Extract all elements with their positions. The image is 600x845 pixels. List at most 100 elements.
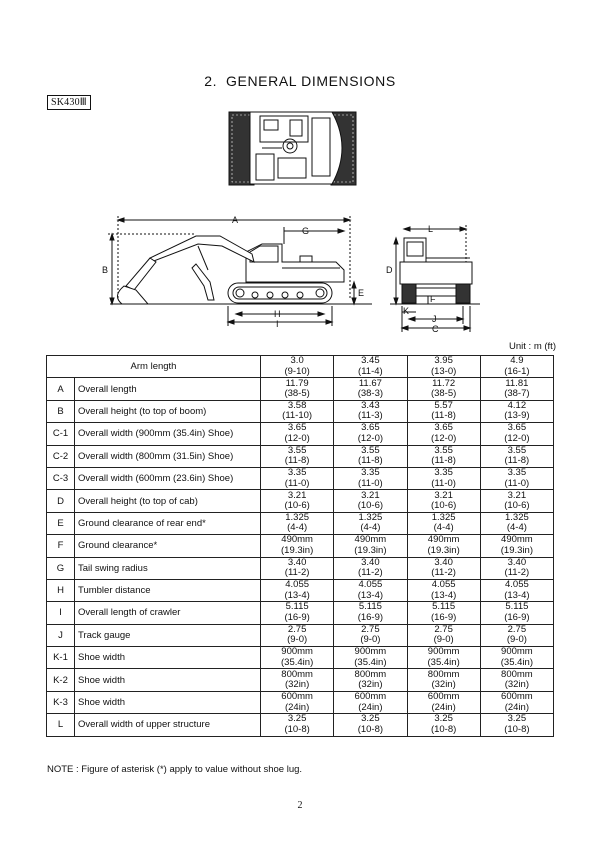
value-cell: 490mm(19.3in) xyxy=(479,534,555,558)
value-cell: 490mm(19.3in) xyxy=(406,534,481,558)
dim-label-e: E xyxy=(358,288,364,298)
row-code: C-3 xyxy=(46,466,75,491)
front-view-illustration xyxy=(390,225,480,332)
value-cell: 3.55(11-8) xyxy=(406,444,481,468)
value-cell: 1.325(4-4) xyxy=(479,511,555,536)
dim-label-c: C xyxy=(432,324,439,334)
row-item: Overall width (600mm (23.6in) Shoe) xyxy=(74,466,261,491)
value-cell: 3.25(10-8) xyxy=(333,713,408,737)
dim-label-l: L xyxy=(428,224,433,234)
value-cell: 800mm(32in) xyxy=(479,668,555,692)
value-cell: 3.40(11-2) xyxy=(479,556,555,580)
table-header-row: Arm length 3.0(9-10) 3.45(11-4) 3.95(13-… xyxy=(46,354,555,379)
row-item: Overall height (to top of cab) xyxy=(74,489,261,513)
value-cell: 3.65(12-0) xyxy=(406,422,481,446)
footnote: NOTE : Figure of asterisk (*) apply to v… xyxy=(47,764,303,775)
value-cell: 3.25(10-8) xyxy=(259,713,335,737)
row-code: H xyxy=(46,578,75,603)
value-cell: 11.81(38-7) xyxy=(479,377,555,401)
value-cell: 2.75(9-0) xyxy=(259,623,335,648)
side-view-illustration xyxy=(108,216,372,326)
value-cell: 3.21(10-6) xyxy=(333,489,408,513)
row-code: I xyxy=(46,601,75,625)
value-cell: 11.72(38-5) xyxy=(406,377,481,401)
value-cell: 3.40(11-2) xyxy=(259,556,335,580)
arm-length-col: 3.95(13-0) xyxy=(406,354,481,379)
value-cell: 3.35(11-0) xyxy=(333,466,408,491)
arm-length-col: 3.0(9-10) xyxy=(259,354,335,379)
row-code: C-2 xyxy=(46,444,75,468)
value-cell: 3.55(11-8) xyxy=(333,444,408,468)
row-item: Overall length xyxy=(74,377,261,401)
value-cell: 900mm(35.4in) xyxy=(259,646,335,670)
row-item: Overall height (to top of boom) xyxy=(74,399,261,424)
value-cell: 900mm(35.4in) xyxy=(406,646,481,670)
dimensions-table: Arm length 3.0(9-10) 3.45(11-4) 3.95(13-… xyxy=(46,354,555,737)
row-code: L xyxy=(46,713,75,737)
value-cell: 800mm(32in) xyxy=(333,668,408,692)
value-cell: 490mm(19.3in) xyxy=(333,534,408,558)
value-cell: 4.12(13-9) xyxy=(479,399,555,424)
value-cell: 3.55(11-8) xyxy=(479,444,555,468)
value-cell: 5.57(11-8) xyxy=(406,399,481,424)
dim-label-g: G xyxy=(302,226,309,236)
value-cell: 3.55(11-8) xyxy=(259,444,335,468)
arm-length-col: 3.45(11-4) xyxy=(333,354,408,379)
value-cell: 5.115(16-9) xyxy=(333,601,408,625)
value-cell: 3.40(11-2) xyxy=(406,556,481,580)
dim-label-a: A xyxy=(232,215,238,225)
value-cell: 900mm(35.4in) xyxy=(479,646,555,670)
row-item: Ground clearance of rear end* xyxy=(74,511,261,536)
value-cell: 5.115(16-9) xyxy=(259,601,335,625)
value-cell: 490mm(19.3in) xyxy=(259,534,335,558)
dim-label-j: J xyxy=(432,314,437,324)
row-code: G xyxy=(46,556,75,580)
row-code: E xyxy=(46,511,75,536)
value-cell: 800mm(32in) xyxy=(406,668,481,692)
row-code: K-2 xyxy=(46,668,75,692)
value-cell: 1.325(4-4) xyxy=(333,511,408,536)
row-code: K-1 xyxy=(46,646,75,670)
row-item: Shoe width xyxy=(74,690,261,715)
value-cell: 600mm(24in) xyxy=(479,690,555,715)
row-code: K-3 xyxy=(46,690,75,715)
value-cell: 600mm(24in) xyxy=(406,690,481,715)
row-code: B xyxy=(46,399,75,424)
value-cell: 3.58(11-10) xyxy=(259,399,335,424)
value-cell: 11.79(38-5) xyxy=(259,377,335,401)
value-cell: 3.65(12-0) xyxy=(259,422,335,446)
value-cell: 3.65(12-0) xyxy=(479,422,555,446)
row-item: Overall width of upper structure xyxy=(74,713,261,737)
value-cell: 2.75(9-0) xyxy=(406,623,481,648)
value-cell: 3.25(10-8) xyxy=(406,713,481,737)
value-cell: 2.75(9-0) xyxy=(479,623,555,648)
value-cell: 11.67(38-3) xyxy=(333,377,408,401)
value-cell: 3.21(10-6) xyxy=(259,489,335,513)
row-item: Overall length of crawler xyxy=(74,601,261,625)
model-badge: SK430Ⅲ xyxy=(47,95,91,110)
dim-label-b: B xyxy=(102,265,108,275)
value-cell: 1.325(4-4) xyxy=(259,511,335,536)
row-code: D xyxy=(46,489,75,513)
value-cell: 4.055(13-4) xyxy=(259,578,335,603)
value-cell: 600mm(24in) xyxy=(333,690,408,715)
value-cell: 5.115(16-9) xyxy=(406,601,481,625)
value-cell: 3.35(11-0) xyxy=(406,466,481,491)
dim-label-i: I xyxy=(276,319,279,329)
value-cell: 3.40(11-2) xyxy=(333,556,408,580)
row-code: C-1 xyxy=(46,422,75,446)
value-cell: 600mm(24in) xyxy=(259,690,335,715)
row-code: A xyxy=(46,377,75,401)
value-cell: 3.21(10-6) xyxy=(406,489,481,513)
